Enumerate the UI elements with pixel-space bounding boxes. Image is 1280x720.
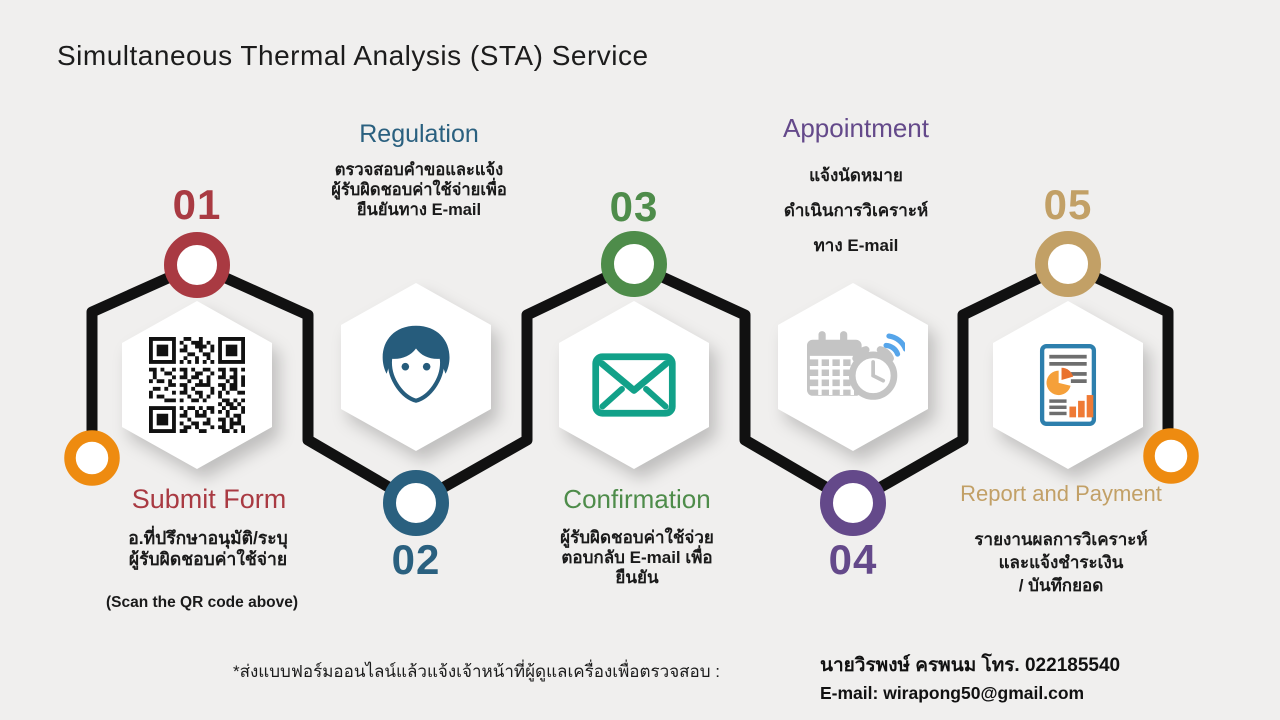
desc-line: / บันทึกยอด (1018, 576, 1104, 595)
desc-line: ผู้รับผิดชอบค่าใช้จ่าย (128, 549, 288, 569)
step-label-submit-form: Submit Form (131, 484, 287, 514)
hexagon-appointment (778, 283, 928, 451)
hexagon-regulation (341, 283, 491, 451)
start-circle (64, 430, 120, 486)
hexagon-confirmation (559, 301, 709, 469)
step-label-confirmation: Confirmation (563, 484, 711, 514)
report-document-icon (1039, 344, 1097, 426)
desc-line: ทาง E-mail (813, 236, 899, 255)
desc-line: และแจ้งชำระเงิน (998, 553, 1124, 572)
desc-line: ผู้รับผิดชอบค่าใช้จ่วย (560, 528, 714, 547)
step-circle-01 (164, 232, 230, 298)
hexagon-submit-form (122, 301, 272, 469)
step-label-regulation: Regulation (359, 120, 479, 148)
step-desc-report-payment: รายงานผลการวิเคราะห์ และแจ้งชำระเงิน / บ… (974, 528, 1147, 597)
step-number-01: 01 (172, 181, 222, 228)
calendar-alarm-icon (807, 331, 905, 400)
end-circle (1143, 428, 1199, 484)
desc-line: ตอบกลับ E-mail เพื่อ (561, 548, 713, 567)
desc-line: ผู้รับผิดชอบค่าใช้จ่ายเพื่อ (331, 181, 507, 199)
desc-line: ดำเนินการวิเคราะห์ (783, 201, 929, 220)
step-circle-04 (820, 470, 886, 536)
step-number-05: 05 (1043, 181, 1093, 228)
contact-email: E-mail: wirapong50@gmail.com (820, 683, 1085, 703)
desc-line: อ.ที่ปรึกษาอนุมัติ/ระบุ (128, 528, 288, 548)
step-desc-appointment: แจ้งนัดหมาย ดำเนินการวิเคราะห์ ทาง E-mai… (784, 158, 928, 263)
desc-line: ยืนยันทาง E-mail (356, 201, 482, 219)
qr-scan-note: (Scan the QR code above) (105, 594, 299, 611)
contact-block: นายวิรพงษ์ ครพนม โทร. 022185540 E-mail: … (820, 650, 1120, 704)
hexagon-report (993, 301, 1143, 469)
step-circle-03 (601, 231, 667, 297)
desc-line: ยืนยัน (615, 568, 659, 587)
envelope-icon (592, 353, 676, 417)
desc-line: รายงานผลการวิเคราะห์ (974, 530, 1148, 549)
step-number-03: 03 (609, 183, 659, 230)
step-number-02: 02 (391, 536, 441, 583)
step-circle-02 (383, 470, 449, 536)
step-label-appointment: Appointment (783, 113, 929, 143)
step-label-report-payment: Report and Payment (960, 481, 1162, 506)
footer-note: *ส่งแบบฟอร์มออนไลน์แล้วแจ้งเจ้าหน้าที่ผู… (233, 662, 721, 681)
contact-name-phone: นายวิรพงษ์ ครพนม โทร. 022185540 (820, 655, 1121, 676)
step-desc-submit-form: อ.ที่ปรึกษาอนุมัติ/ระบุ ผู้รับผิดชอบค่าใ… (128, 528, 288, 570)
step-circle-05 (1035, 231, 1101, 297)
qr-code-icon (149, 337, 245, 433)
desc-line: ตรวจสอบคำขอและแจ้ง (334, 161, 504, 179)
person-icon (382, 325, 450, 403)
step-desc-regulation: ตรวจสอบคำขอและแจ้ง ผู้รับผิดชอบค่าใช้จ่า… (331, 160, 507, 220)
desc-line: แจ้งนัดหมาย (809, 166, 903, 185)
step-number-04: 04 (828, 536, 878, 583)
step-desc-confirmation: ผู้รับผิดชอบค่าใช้จ่วย ตอบกลับ E-mail เพ… (560, 528, 714, 588)
page-title: Simultaneous Thermal Analysis (STA) Serv… (57, 40, 649, 71)
